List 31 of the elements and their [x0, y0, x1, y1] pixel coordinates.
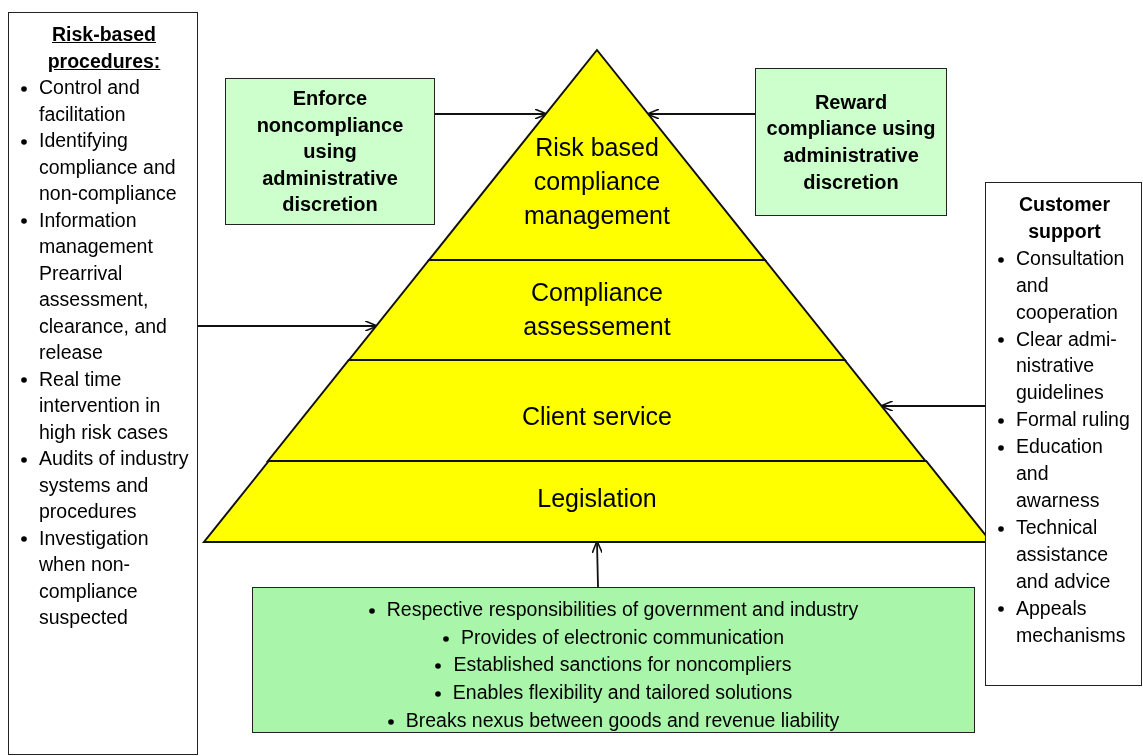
- bullet-text: Consultation and cooperation: [1016, 246, 1125, 323]
- text-panel: [985, 182, 1142, 686]
- box-text: Enforce noncompliance using administrative discretion: [255, 86, 405, 218]
- bullet-text: Enables flexibility and tailored solutions: [452, 681, 793, 704]
- bullet-text: Information management Prearrival assessment, clearance, and release: [39, 208, 167, 364]
- bullet-text: Formal ruling: [1016, 408, 1130, 431]
- text-box: [225, 78, 435, 225]
- tier-label: Client service: [520, 401, 673, 432]
- arrow: [434, 108, 548, 120]
- tier-label: Risk based compliance management: [523, 132, 671, 231]
- text-panel: [8, 12, 198, 755]
- panel-heading: Customer support: [1018, 192, 1111, 244]
- bullet-text: Real time intervention in high risk cases: [39, 367, 168, 443]
- panel-heading: Risk-based procedures:: [46, 22, 162, 74]
- bullet-text: Appeals mechanisms: [1016, 596, 1126, 646]
- bullet-text: Respective responsibilities of government and industry: [386, 598, 859, 620]
- bullet-text: Control and facilitation: [39, 76, 140, 125]
- text-panel: [252, 587, 975, 733]
- bullet-text: Clear admi-nistrative guidelines: [1016, 327, 1117, 404]
- bullet-text: Provides of electronic communication: [461, 625, 784, 648]
- box-text: Reward compliance using administrative discretion: [765, 89, 937, 195]
- tier-label: Compliance assessement: [522, 277, 672, 342]
- bullet-text: Education and awarness: [1016, 435, 1103, 511]
- arrow: [646, 108, 756, 120]
- bullet-text: Technical assistance and advice: [1016, 515, 1111, 592]
- bullet-text: Established sanctions for noncompliers: [453, 653, 792, 676]
- bullet-text: Audits of industry systems and procedures: [39, 447, 189, 523]
- text-box: [755, 68, 947, 216]
- bullet-text: Investigation when non-compliance suspected: [39, 526, 149, 629]
- bullet-text: Identifying compliance and non-compliance: [39, 129, 177, 205]
- bullet-text: Breaks nexus between goods and revenue liability: [405, 708, 840, 731]
